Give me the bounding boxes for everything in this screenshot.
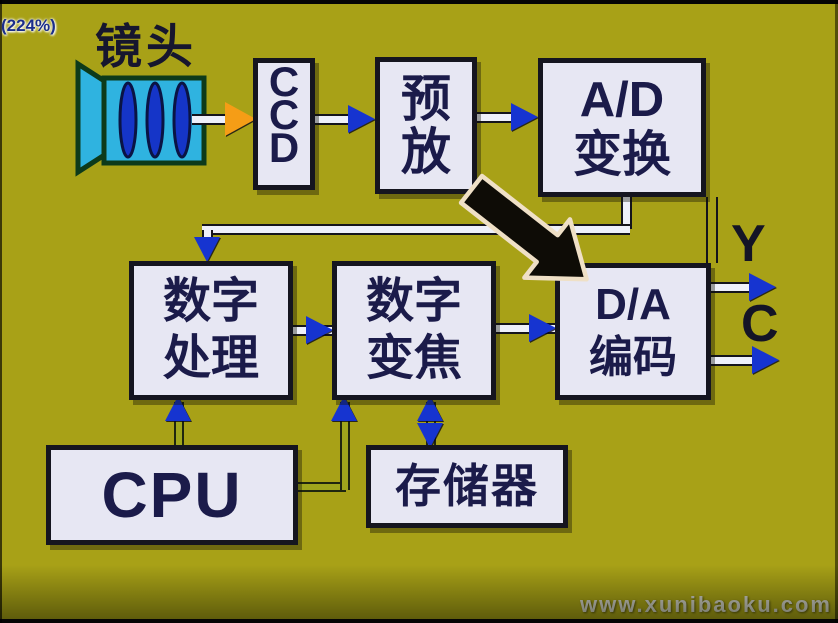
ccd-box: C C D [253,58,315,190]
ad-line1: A/D [579,72,665,127]
wire-output-c [708,355,756,366]
highlight-arrow-icon [458,173,589,282]
wire-preamp-to-ad [475,112,517,123]
arrowhead-dzoom-to-memory [417,423,443,448]
arrowhead-into-preamp [348,105,375,133]
ccd-letter: D [268,123,300,171]
zoom-level-indicator: (224%) [1,16,56,35]
wire-cpu-to-dzoom [340,402,350,490]
arrowhead-into-da [529,314,556,342]
dsp-line2: 处理 [162,331,259,385]
wire-ad-to-da [706,197,718,263]
cpu-label: CPU [101,458,243,531]
output-c-label: C [741,295,779,353]
ad-converter-box: A/D 变换 [538,58,706,197]
preamp-line2: 放 [401,123,451,180]
preamp-box: 预 放 [375,57,477,194]
arrowhead-output-y [749,273,776,301]
wire-cpu-to-dsp [174,402,184,446]
wire-dzoom-to-da [492,323,556,334]
da-line2: 编码 [589,332,677,382]
wire-cpu-right [296,482,346,492]
da-encoder-box: D/A 编码 [555,263,711,400]
ccd-letter: C [268,58,300,105]
watermark: www.xunibaoku.com [580,592,832,617]
frame-edge-right [835,0,838,623]
arrowhead-into-dsp [194,237,220,262]
arrowhead-output-c [752,346,779,374]
wire-output-y [708,282,753,293]
lens-label: 镜头 [95,20,197,73]
dzoom-line2: 变焦 [365,331,462,385]
orange-arrow-icon [225,102,256,136]
arrowhead-cpu-to-dsp [165,396,191,421]
dzoom-line1: 数字 [365,274,462,328]
cpu-box: CPU [46,445,298,545]
memory-box: 存储器 [366,445,568,528]
wire-ad-down [621,195,632,229]
preamp-line1: 预 [401,70,451,127]
digital-processing-box: 数字 处理 [129,261,293,400]
output-y-label: Y [731,215,766,273]
lens-icon [75,59,207,177]
dsp-line1: 数字 [162,274,259,328]
frame-edge-bottom [0,619,838,623]
wire-feedback-horizontal [202,224,630,235]
arrowhead-cpu-to-dzoom [331,396,357,421]
ccd-letter: C [268,90,300,138]
frame-edge-top [0,0,838,4]
da-line1: D/A [595,279,671,329]
digital-zoom-box: 数字 变焦 [332,261,496,400]
wire-lens-to-ccd [192,114,232,125]
arrowhead-into-ad [511,103,538,131]
ad-line2: 变换 [572,127,671,182]
memory-label: 存储器 [395,460,539,513]
wire-feedback-down [202,230,213,242]
frame-edge-left [0,0,2,623]
arrowhead-memory-to-dzoom [417,396,443,421]
arrowhead-into-dzoom [306,316,333,344]
wire-ccd-to-preamp [313,114,355,125]
